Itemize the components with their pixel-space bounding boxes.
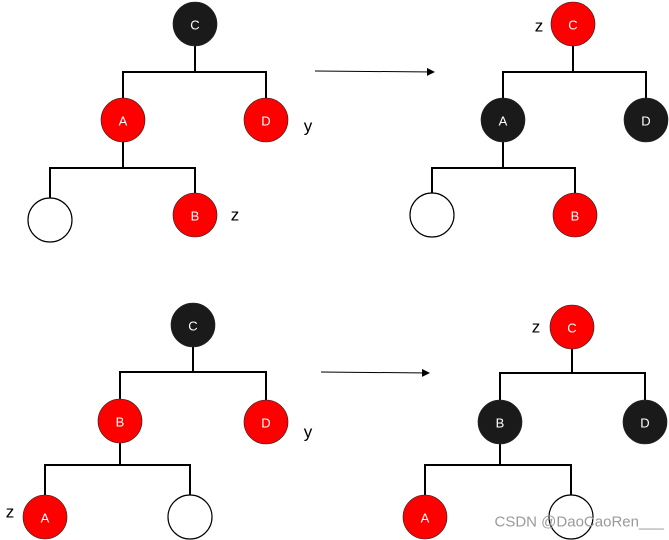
watermark-text: CSDN @DaoCaoRen___ bbox=[495, 514, 665, 531]
tree-node-top-after-nil bbox=[409, 192, 455, 238]
node-label: B bbox=[116, 415, 125, 430]
node-label: B bbox=[571, 209, 580, 224]
tree-node-bottom-after-c: C bbox=[549, 304, 595, 350]
pointer-label-z: z bbox=[535, 17, 544, 36]
node-label: D bbox=[261, 114, 270, 129]
pointer-label-z: z bbox=[231, 206, 240, 225]
node-label: D bbox=[640, 416, 649, 431]
tree-node-top-after-d: D bbox=[623, 97, 669, 143]
node-label: D bbox=[261, 416, 270, 431]
pointer-label-z: z bbox=[532, 318, 541, 337]
red-node-circle bbox=[243, 399, 289, 445]
side-labels-layer: y z z y z z bbox=[6, 17, 544, 522]
edge-bottom-before-C bbox=[119, 347, 267, 400]
nil-leaf-circle bbox=[409, 192, 455, 238]
red-node-circle bbox=[172, 192, 218, 238]
node-label: A bbox=[41, 511, 50, 526]
tree-node-bottom-after-nil bbox=[548, 494, 594, 540]
tree-node-top-before-a: A bbox=[100, 97, 146, 143]
node-label: C bbox=[567, 321, 576, 336]
tree-node-top-before-b: B bbox=[172, 192, 218, 238]
pointer-label-z: z bbox=[6, 503, 15, 522]
node-label: A bbox=[499, 114, 508, 129]
red-node-circle bbox=[243, 97, 289, 143]
node-label: B bbox=[496, 416, 505, 431]
tree-node-top-after-c: C bbox=[550, 1, 596, 47]
node-label: A bbox=[421, 511, 430, 526]
red-node-circle bbox=[100, 97, 146, 143]
black-node-circle bbox=[623, 97, 669, 143]
red-node-circle bbox=[22, 494, 68, 540]
tree-node-top-before-c: C bbox=[172, 1, 218, 47]
edges-layer bbox=[44, 46, 647, 495]
tree-node-bottom-before-c: C bbox=[170, 302, 216, 348]
edge-top-before-A bbox=[49, 142, 196, 198]
black-node-circle bbox=[170, 302, 216, 348]
node-label: D bbox=[641, 114, 650, 129]
nodes-layer: C A D B C A D B C B D A C B D A bbox=[22, 1, 669, 540]
tree-node-bottom-before-d: D bbox=[243, 399, 289, 445]
tree-node-bottom-after-b: B bbox=[477, 399, 523, 445]
edge-top-after-C bbox=[502, 46, 647, 98]
tree-node-top-after-a: A bbox=[480, 97, 526, 143]
nil-leaf-circle bbox=[27, 197, 73, 243]
node-label: B bbox=[191, 209, 200, 224]
black-node-circle bbox=[622, 399, 668, 445]
tree-node-bottom-before-b: B bbox=[97, 398, 143, 444]
tree-node-bottom-after-d: D bbox=[622, 399, 668, 445]
edge-top-after-A bbox=[431, 142, 576, 193]
transition-arrow-bottom bbox=[320, 368, 430, 377]
edge-bottom-after-B bbox=[424, 444, 572, 495]
transition-arrows bbox=[314, 67, 435, 377]
black-node-circle bbox=[480, 97, 526, 143]
pointer-label-y: y bbox=[304, 117, 313, 136]
node-label: A bbox=[119, 114, 128, 129]
edge-top-before-C bbox=[122, 46, 267, 98]
black-node-circle bbox=[172, 1, 218, 47]
tree-node-bottom-before-nil bbox=[167, 494, 213, 540]
node-label: C bbox=[188, 319, 197, 334]
tree-node-top-before-d: D bbox=[243, 97, 289, 143]
nil-leaf-circle bbox=[548, 494, 594, 540]
red-node-circle bbox=[550, 1, 596, 47]
tree-node-top-after-b: B bbox=[552, 192, 598, 238]
tree-node-top-before-nil bbox=[27, 197, 73, 243]
tree-node-bottom-after-a: A bbox=[402, 494, 448, 540]
black-node-circle bbox=[477, 399, 523, 445]
transition-arrow-top bbox=[314, 67, 435, 76]
edge-bottom-after-C bbox=[499, 349, 646, 400]
red-node-circle bbox=[549, 304, 595, 350]
nil-leaf-circle bbox=[167, 494, 213, 540]
red-node-circle bbox=[97, 398, 143, 444]
red-node-circle bbox=[402, 494, 448, 540]
node-label: C bbox=[568, 18, 577, 33]
pointer-label-y: y bbox=[304, 423, 313, 442]
node-label: C bbox=[190, 18, 199, 33]
red-node-circle bbox=[552, 192, 598, 238]
tree-node-bottom-before-a: A bbox=[22, 494, 68, 540]
edge-bottom-before-B bbox=[44, 443, 191, 495]
